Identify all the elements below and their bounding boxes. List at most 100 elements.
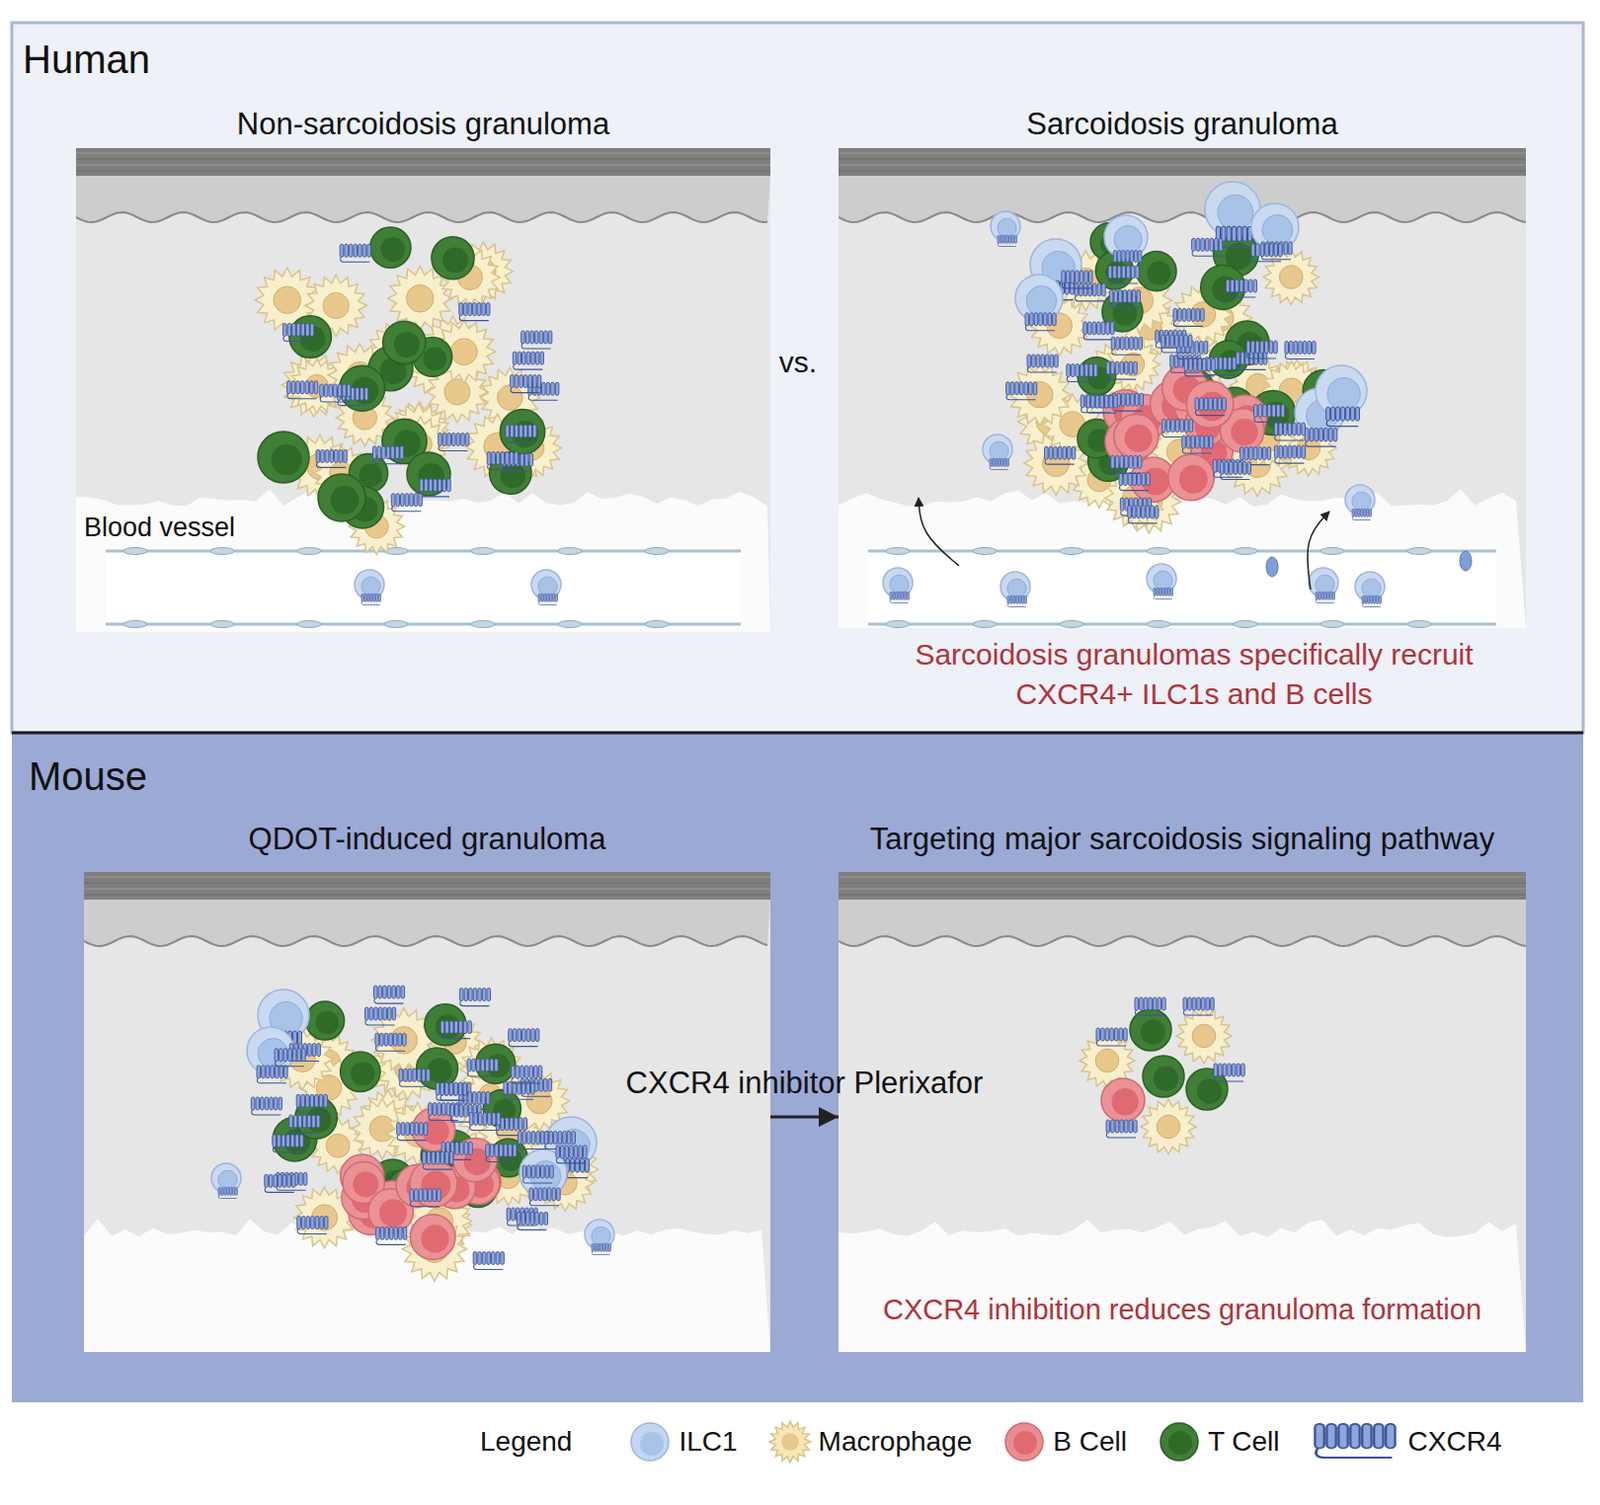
drawing-part — [544, 593, 547, 602]
drawing-part — [489, 1143, 494, 1157]
drawing-part — [380, 1033, 385, 1046]
cxcr4-receptor — [1161, 419, 1193, 438]
drawing-part — [485, 1143, 490, 1157]
drawing-part — [299, 1172, 304, 1186]
drawing-part — [1326, 406, 1331, 421]
drawing-part — [274, 1061, 305, 1067]
drawing-part — [1208, 435, 1213, 449]
drawing-part — [437, 1103, 442, 1117]
drawing-part — [1226, 226, 1231, 241]
drawing-part — [1000, 235, 1003, 243]
stratum-corneum — [838, 148, 1526, 176]
drawing-part — [468, 1071, 498, 1077]
cxcr4-receptor — [1025, 313, 1056, 331]
drawing-part — [997, 242, 1016, 246]
drawing-part — [342, 384, 347, 398]
drawing-part — [83, 877, 771, 879]
drawing-part — [305, 374, 328, 398]
drawing-part — [352, 1171, 379, 1198]
drawing-part — [1189, 358, 1194, 372]
drawing-part — [320, 384, 324, 398]
t-cell — [431, 237, 475, 280]
drawing-part — [519, 424, 524, 438]
drawing-part — [407, 1068, 412, 1082]
drawing-part — [558, 1131, 562, 1145]
drawing-part — [1247, 461, 1252, 475]
legend-entry: B Cell — [1001, 1419, 1127, 1465]
drawing-part — [278, 1097, 283, 1111]
drawing-part — [1179, 354, 1184, 368]
drawing-part — [1315, 591, 1318, 600]
subcutis — [838, 488, 1526, 629]
drawing-part — [1117, 265, 1121, 279]
drawing-part — [1086, 395, 1091, 408]
drawing-part — [1201, 358, 1206, 372]
drawing-part — [1106, 321, 1111, 335]
drawing-part — [395, 446, 400, 460]
drawing-part — [400, 1122, 405, 1136]
drawing-part — [256, 1065, 261, 1079]
drawing-part — [1121, 250, 1125, 263]
drawing-part — [1113, 301, 1138, 326]
drawing-part — [510, 388, 541, 394]
drawing-part — [580, 1158, 585, 1173]
drawing-part — [557, 1188, 561, 1201]
drawing-part — [1137, 455, 1142, 469]
drawing-part — [1282, 422, 1287, 436]
drawing-part — [1114, 226, 1142, 254]
drawing-part — [1251, 340, 1256, 354]
drawing-part — [1326, 1424, 1336, 1449]
drawing-part — [487, 464, 518, 470]
drawing-part — [1165, 334, 1170, 348]
ilc1-cell — [1146, 563, 1177, 600]
drawing-part — [485, 1058, 490, 1072]
drawing-part — [218, 1187, 221, 1196]
drawing-part — [1115, 455, 1120, 469]
drawing-part — [1156, 1115, 1181, 1139]
drawing-part — [319, 1094, 323, 1108]
result-text: CXCR4 inhibition reduces granuloma forma… — [882, 1293, 1482, 1327]
t-cell — [289, 316, 332, 359]
drawing-part — [221, 1187, 224, 1196]
vessel-wall — [868, 550, 1497, 554]
drawing-part — [1007, 578, 1027, 598]
drawing-part — [1296, 445, 1301, 459]
drawing-part — [289, 1127, 320, 1133]
cxcr4-receptor — [1061, 270, 1093, 289]
drawing-part — [906, 591, 909, 600]
drawing-part — [382, 446, 387, 460]
cxcr4-receptor — [1044, 446, 1076, 465]
drawing-part — [442, 433, 447, 447]
drawing-part — [284, 1065, 289, 1079]
drawing-part — [1135, 265, 1140, 279]
drawing-part — [1171, 419, 1176, 433]
drawing-part — [1327, 591, 1330, 600]
drawing-part — [1111, 1120, 1116, 1133]
b-cell — [1186, 381, 1234, 429]
drawing-part — [1274, 422, 1279, 436]
drawing-part — [546, 382, 551, 396]
t-cell — [424, 1004, 467, 1046]
drawing-part — [1168, 454, 1215, 501]
drawing-part — [265, 1065, 270, 1079]
drawing-part — [1233, 461, 1238, 475]
drawing-part — [511, 1065, 516, 1079]
drawing-part — [1324, 591, 1327, 600]
drawing-part — [1168, 1431, 1193, 1455]
drawing-part — [1222, 398, 1227, 411]
drawing-part — [400, 446, 404, 460]
drawing-part — [1192, 250, 1222, 256]
drawing-part — [437, 1189, 442, 1202]
epidermis — [83, 899, 771, 947]
drawing-part — [454, 1021, 459, 1035]
drawing-part — [1203, 398, 1208, 411]
drawing-part — [268, 1174, 273, 1188]
drawing-part — [1167, 587, 1170, 596]
drawing-part — [541, 593, 544, 602]
drawing-part — [450, 338, 478, 366]
drawing-part — [529, 1188, 534, 1201]
drawing-part — [535, 351, 540, 365]
drawing-part — [329, 449, 334, 463]
drawing-part — [472, 1091, 477, 1105]
drawing-part — [476, 1043, 516, 1084]
